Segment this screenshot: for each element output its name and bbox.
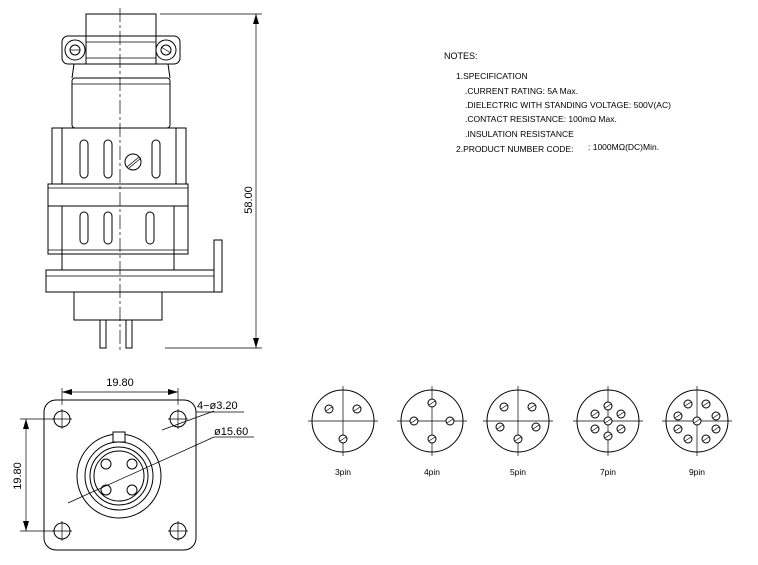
pin-mark xyxy=(693,418,701,424)
pin-mark xyxy=(674,426,682,432)
diameter-callout: ø15.60 xyxy=(214,426,254,438)
width-dimension-side: 19.80 xyxy=(12,418,55,532)
connector-front-view xyxy=(43,399,215,551)
pin-mark xyxy=(496,424,504,430)
insulation-value: : 1000MΩ(DC)Min. xyxy=(588,142,660,152)
pin-mark xyxy=(428,436,436,442)
pin-mark xyxy=(604,433,612,439)
pin-mark xyxy=(353,406,361,412)
diameter-label: ø15.60 xyxy=(214,426,248,438)
pin-mark xyxy=(702,436,710,442)
hole-label: 4−ø3.20 xyxy=(197,400,238,412)
pin-mark xyxy=(532,424,540,430)
width-top-label: 19.80 xyxy=(106,377,134,389)
pin-mark xyxy=(684,436,692,442)
pin-mark xyxy=(446,418,454,424)
pin-layout: 4pin xyxy=(397,386,467,477)
pin-mark xyxy=(514,436,522,442)
pin-mark xyxy=(617,426,625,432)
pin-mark xyxy=(712,426,720,432)
pin-label: 7pin xyxy=(600,467,616,477)
pin-mark xyxy=(410,418,418,424)
width-side-label: 19.80 xyxy=(12,462,24,490)
notes-heading: NOTES: xyxy=(444,51,478,61)
pin-mark xyxy=(528,404,536,410)
height-label: 58.00 xyxy=(243,186,255,214)
pin-mark xyxy=(617,411,625,417)
pin-layout: 3pin xyxy=(308,386,378,477)
pin-mark xyxy=(591,411,599,417)
pin-mark xyxy=(674,413,682,419)
pin-mark xyxy=(325,406,333,412)
height-dimension: 58.00 xyxy=(160,13,262,349)
insulation-resistance: .INSULATION RESISTANCE xyxy=(465,129,574,139)
pin-mark xyxy=(428,400,436,406)
spec-title: 1.SPECIFICATION xyxy=(456,71,528,81)
pin-mark xyxy=(604,403,612,409)
pin-mark xyxy=(591,426,599,432)
pin-label: 9pin xyxy=(689,467,705,477)
pin-label: 5pin xyxy=(510,467,526,477)
width-dimension-top: 19.80 xyxy=(61,377,179,405)
pin-mark xyxy=(712,413,720,419)
hole-callout: 4−ø3.20 xyxy=(196,400,244,413)
product-code-title: 2.PRODUCT NUMBER CODE: xyxy=(456,144,574,154)
pin-mark xyxy=(684,401,692,407)
pin-label: 3pin xyxy=(335,467,351,477)
current-rating: .CURRENT RATING: 5A Max. xyxy=(465,86,579,96)
pin-mark xyxy=(500,404,508,410)
pin-layout: 9pin xyxy=(662,386,732,477)
pin-layout: 5pin xyxy=(483,386,553,477)
pin-mark xyxy=(702,401,710,407)
contact-resistance: .CONTACT RESISTANCE: 100mΩ Max. xyxy=(465,114,617,124)
connector-side-view xyxy=(45,8,223,352)
dielectric: .DIELECTRIC WITH STANDING VOLTAGE: 500V(… xyxy=(465,100,671,110)
pin-mark xyxy=(604,418,612,424)
pin-mark xyxy=(339,436,347,442)
pin-label: 4pin xyxy=(424,467,440,477)
pin-layout: 7pin xyxy=(573,386,643,477)
pin-layouts: 3pin 4pin 5pin 7pin 9pin xyxy=(308,386,732,477)
